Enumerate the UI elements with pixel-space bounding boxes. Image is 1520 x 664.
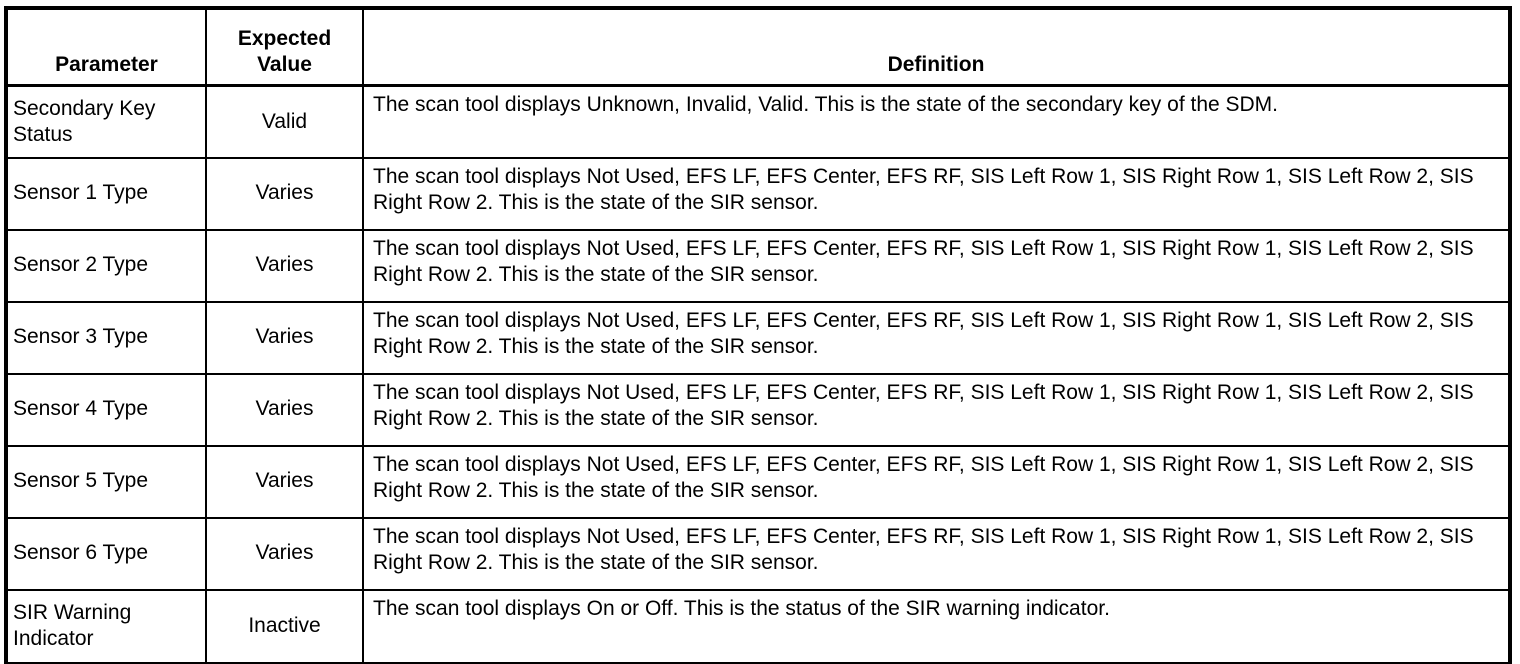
expected-value-cell: Varies [205,156,364,231]
parameters-table: Parameter Expected Value Definition Seco… [4,6,1512,664]
header-definition: Definition [362,7,1511,87]
expected-value-cell: Valid [205,84,364,159]
definition-cell: The scan tool displays Not Used, EFS LF,… [362,156,1511,231]
definition-cell: The scan tool displays Not Used, EFS LF,… [362,372,1511,447]
parameter-cell: Sensor 6 Type [5,516,207,591]
table-row: Sensor 1 Type Varies The scan tool displ… [5,156,1511,231]
definition-cell: The scan tool displays On or Off. This i… [362,588,1511,664]
parameter-cell: Secondary Key Status [5,84,207,159]
header-row: Parameter Expected Value Definition [5,7,1511,87]
definition-cell: The scan tool displays Not Used, EFS LF,… [362,516,1511,591]
expected-value-cell: Inactive [205,588,364,664]
expected-value-cell: Varies [205,444,364,519]
expected-value-cell: Varies [205,372,364,447]
expected-value-cell: Varies [205,300,364,375]
parameter-cell: Sensor 2 Type [5,228,207,303]
parameter-cell: SIR Warning Indicator [5,588,207,664]
parameter-cell: Sensor 4 Type [5,372,207,447]
header-expected-value: Expected Value [205,7,364,87]
table-row: Sensor 3 Type Varies The scan tool displ… [5,300,1511,375]
table-row: Secondary Key Status Valid The scan tool… [5,84,1511,159]
expected-value-cell: Varies [205,228,364,303]
table-row: Sensor 4 Type Varies The scan tool displ… [5,372,1511,447]
table-row: SIR Warning Indicator Inactive The scan … [5,588,1511,664]
header-parameter: Parameter [5,7,207,87]
definition-cell: The scan tool displays Not Used, EFS LF,… [362,300,1511,375]
expected-value-cell: Varies [205,516,364,591]
definition-cell: The scan tool displays Not Used, EFS LF,… [362,228,1511,303]
definition-cell: The scan tool displays Unknown, Invalid,… [362,84,1511,159]
table-row: Sensor 6 Type Varies The scan tool displ… [5,516,1511,591]
parameter-cell: Sensor 1 Type [5,156,207,231]
parameter-cell: Sensor 5 Type [5,444,207,519]
parameter-cell: Sensor 3 Type [5,300,207,375]
table-row: Sensor 2 Type Varies The scan tool displ… [5,228,1511,303]
definition-cell: The scan tool displays Not Used, EFS LF,… [362,444,1511,519]
table-body: Secondary Key Status Valid The scan tool… [5,84,1511,664]
table-row: Sensor 5 Type Varies The scan tool displ… [5,444,1511,519]
